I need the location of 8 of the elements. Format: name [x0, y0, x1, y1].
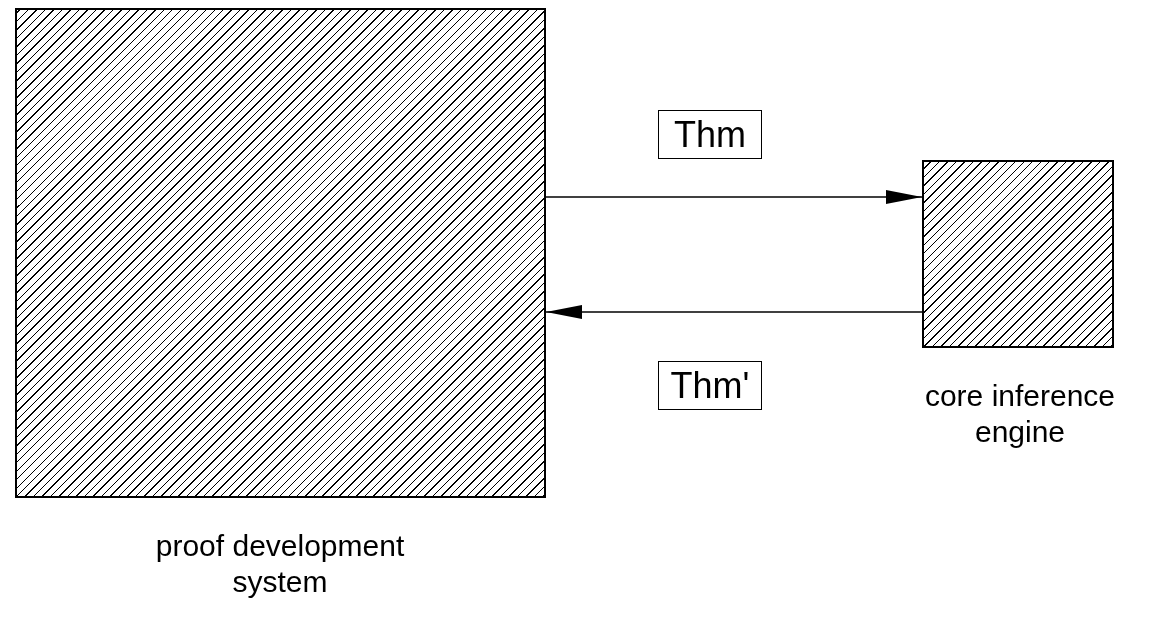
hatched-box [922, 160, 1114, 348]
edge-label: Thm' [658, 361, 762, 410]
hatched-box [15, 8, 546, 498]
edge-label: Thm [658, 110, 762, 159]
arrow [545, 190, 923, 204]
node-label: core inference engine [923, 378, 1117, 450]
node-label: proof development system [154, 528, 406, 600]
arrow [545, 305, 923, 319]
